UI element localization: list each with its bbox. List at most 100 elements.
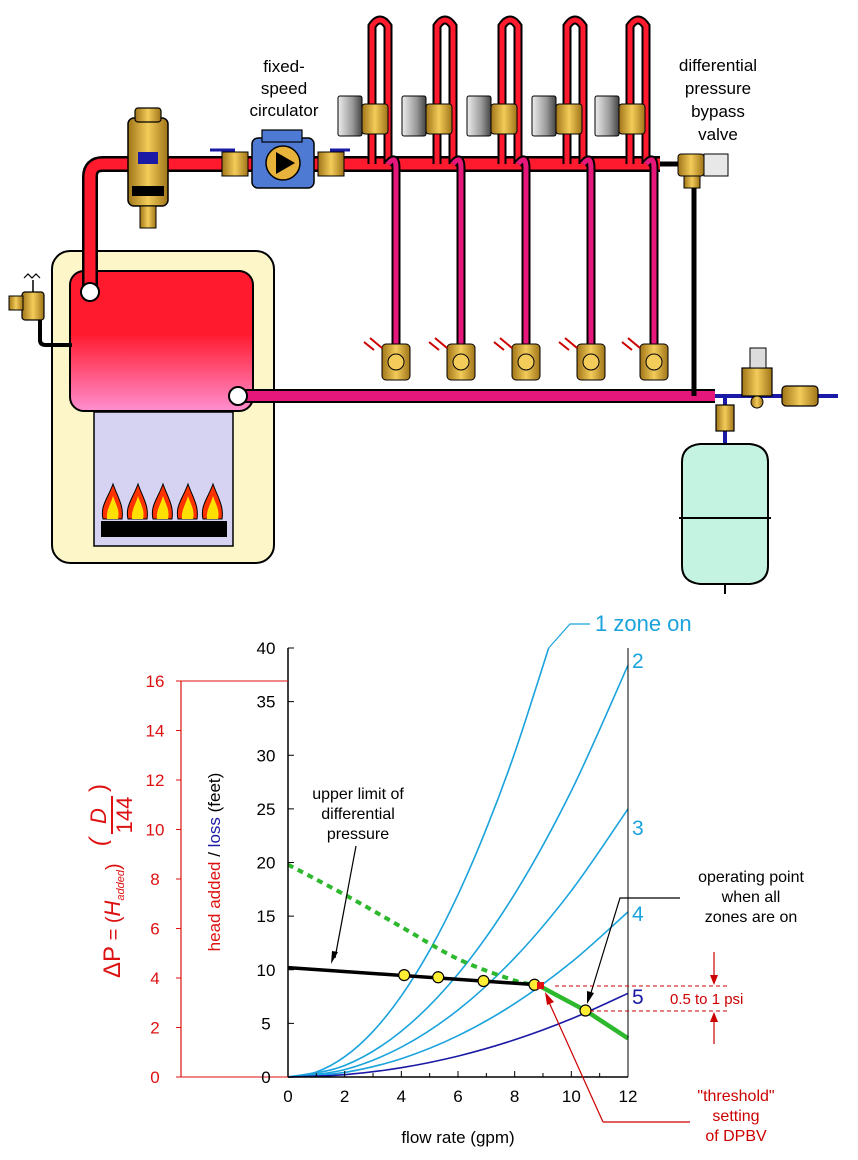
system-curve-2	[287, 664, 629, 1078]
series-label-5: 5	[632, 986, 644, 1009]
plot-area	[288, 648, 628, 1077]
psi-formula: ΔP = (Hadded) ( D 144 )	[85, 784, 137, 978]
upper-limit-line-1: upper limit of	[312, 786, 404, 803]
supply-piping	[82, 156, 660, 292]
series-label-1: 1 zone on	[595, 611, 692, 636]
intersection-marker	[579, 1004, 592, 1017]
y-tick-label: 25	[257, 800, 276, 819]
x-tick-label: 2	[340, 1087, 349, 1106]
upper-limit-line	[287, 965, 538, 987]
zone-risers	[367, 15, 659, 352]
y-tick-label: 5	[261, 1014, 270, 1033]
y-axis-title-loss: loss	[205, 817, 224, 847]
x-tick-label: 10	[562, 1087, 581, 1106]
heat-exchanger	[69, 270, 254, 412]
x-axis-title: flow rate (gpm)	[401, 1128, 514, 1147]
dpbv-label-line-3: bypass	[691, 102, 745, 121]
y-axis-title: head added / loss (feet)	[205, 773, 224, 952]
psi-formula-sub: added	[115, 869, 127, 900]
x-tick-label: 0	[283, 1087, 292, 1106]
circulator	[210, 129, 350, 189]
system-curve-3	[287, 808, 629, 1078]
supply-outlet	[80, 282, 100, 302]
relief-valve	[8, 273, 72, 347]
svg-text:): )	[85, 784, 112, 792]
threshold-line-3: of DPBV	[705, 1128, 767, 1145]
psi-range-label: 0.5 to 1 psi	[670, 991, 743, 1008]
circulator-label-line-1: fixed-	[263, 57, 305, 76]
threshold-annotation: "threshold" setting of DPBV	[537, 982, 775, 1145]
dpbv-label-line-1: differential	[679, 56, 757, 75]
intersection-marker	[477, 974, 490, 988]
svg-text:ΔP = (Hadded): ΔP = (Hadded)	[99, 863, 127, 978]
series-label-2: 2	[632, 650, 644, 673]
psi-tick-label: 10	[146, 821, 165, 840]
psi-tick-label: 4	[150, 969, 159, 988]
dpbv-label-line-2: pressure	[685, 79, 751, 98]
y-axis-title-head: head added	[205, 861, 224, 951]
psi-tick-label: 16	[146, 672, 165, 691]
zone-5	[625, 15, 659, 352]
dpbv-label-line-4: valve	[698, 125, 738, 144]
y-tick-label: 15	[257, 907, 276, 926]
return-inlet	[228, 386, 248, 406]
zone-3	[497, 15, 531, 352]
y-tick-label: 30	[257, 746, 276, 765]
series-label-4: 4	[632, 903, 644, 926]
zone-2	[432, 15, 466, 352]
makeup-water-line	[715, 347, 838, 409]
upper-limit-line-3: pressure	[327, 826, 389, 843]
pump-curve-dashed	[287, 862, 538, 987]
system-curve-1	[287, 647, 550, 1078]
expansion-tank	[679, 396, 771, 594]
threshold-line-2: setting	[712, 1108, 759, 1125]
zone-1	[367, 15, 401, 352]
psi-tick-label: 12	[146, 771, 165, 790]
intersection-marker	[398, 969, 411, 982]
y-tick-label: 40	[257, 639, 276, 658]
psi-formula-num: D	[86, 808, 111, 824]
burner	[101, 521, 227, 537]
threshold-line-1: "threshold"	[697, 1088, 774, 1105]
psi-tick-label: 2	[150, 1019, 159, 1038]
y-axis-title-slash: /	[205, 847, 224, 861]
circulator-label-line-2: speed	[261, 79, 307, 98]
x-tick-label: 4	[397, 1087, 406, 1106]
svg-text:(: (	[85, 835, 112, 846]
dpbv	[660, 153, 729, 396]
zone-4	[562, 15, 596, 352]
ticks: 0 2 4 6 8 10 12 0 5 10 15 20 25 30 35 40 0 2 4 6 8 10 12 14 16	[146, 639, 638, 1106]
psi-tick-label: 6	[150, 920, 159, 939]
series-label-3: 3	[632, 817, 644, 840]
circulator-label-line-3: circulator	[250, 101, 319, 120]
y-tick-label: 35	[257, 693, 276, 712]
psi-tick-label: 0	[150, 1068, 159, 1087]
y-tick-label: 10	[257, 961, 276, 980]
y-tick-label: 0	[261, 1068, 270, 1087]
zone-1-leader	[548, 623, 590, 649]
psi-formula-lhs: ΔP	[99, 946, 126, 978]
psi-formula-den: 144	[112, 797, 137, 834]
operating-point-annotation: operating point when all zones are on	[587, 869, 804, 1004]
y-tick-label: 20	[257, 854, 276, 873]
psi-formula-rhs: )	[103, 863, 125, 870]
psi-formula-h: H	[100, 901, 125, 917]
operating-point-line-2: when all	[721, 889, 781, 906]
burner-flames	[101, 482, 223, 520]
y-axis-title-unit: (feet)	[205, 773, 224, 817]
boiler	[51, 250, 275, 564]
x-tick-label: 12	[619, 1087, 638, 1106]
air-separator	[127, 107, 169, 229]
psi-formula-eq: = (	[103, 916, 125, 946]
intersection-marker	[432, 971, 445, 984]
upper-limit-line-2: differential	[321, 806, 395, 823]
psi-tick-label: 8	[150, 870, 159, 889]
x-tick-label: 6	[453, 1087, 462, 1106]
series-labels: 1 zone on 2 3 4 5	[548, 611, 692, 1009]
x-tick-label: 8	[510, 1087, 519, 1106]
operating-point-line-1: operating point	[698, 869, 804, 886]
psi-tick-label: 14	[146, 722, 165, 741]
purge-valves	[363, 337, 669, 381]
